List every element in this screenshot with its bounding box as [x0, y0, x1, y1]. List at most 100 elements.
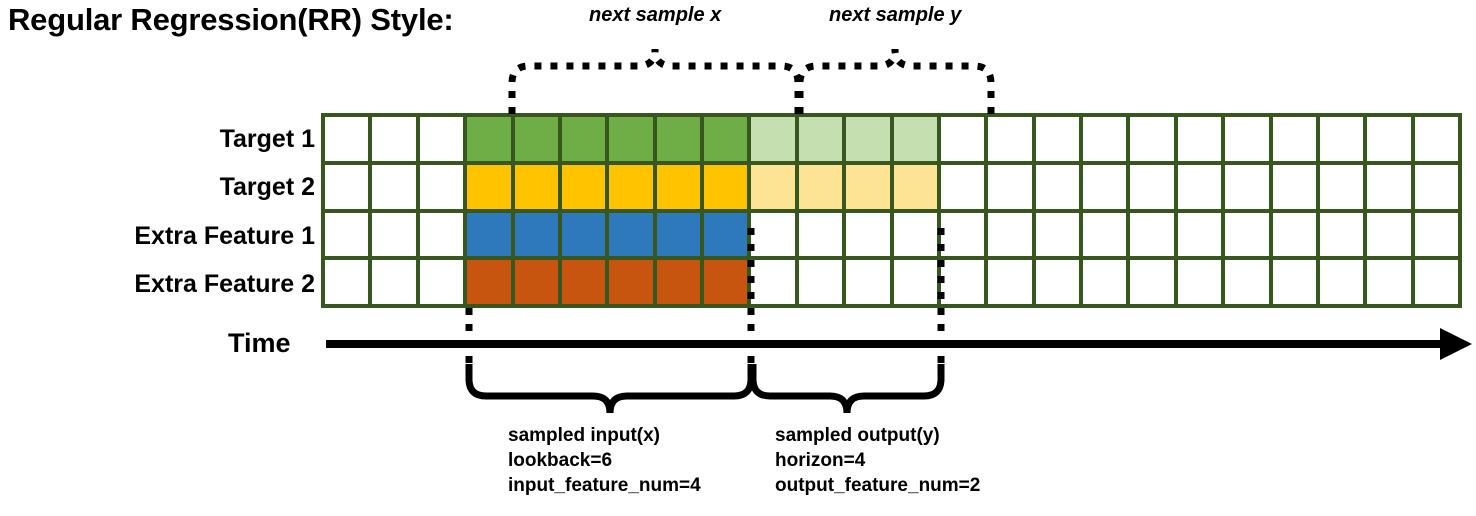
- grid-cell-blank: [798, 212, 843, 257]
- grid-cell-input: [656, 117, 700, 161]
- grid-cell-blank: [893, 212, 937, 257]
- grid-cell-blank: [1367, 212, 1411, 257]
- grid-cell-blank: [1414, 212, 1458, 257]
- grid-cell-blank: [988, 212, 1032, 257]
- grid-cell-output: [893, 164, 937, 209]
- grid-cell-blank: [372, 260, 416, 304]
- grid-cell-blank: [1177, 117, 1222, 161]
- grid-cell-blank: [1319, 260, 1364, 304]
- grid-cell-blank: [325, 164, 369, 209]
- grid-cell-blank: [1367, 117, 1411, 161]
- grid-cell-blank: [1083, 260, 1127, 304]
- grid-cell-blank: [1035, 117, 1079, 161]
- grid-cell-blank: [940, 164, 985, 209]
- top-label-next-sample-y: next sample y: [829, 4, 962, 26]
- grid-cell-blank: [1319, 212, 1364, 257]
- row-label-target-2: Target 2: [219, 173, 315, 201]
- grid-cell-blank: [1035, 212, 1079, 257]
- grid-cell-blank: [846, 212, 890, 257]
- grid-cell-blank: [325, 212, 369, 257]
- grid-cell-blank: [1177, 260, 1222, 304]
- grid-cell-blank: [846, 260, 890, 304]
- row-label-extra-feature-2: Extra Feature 2: [134, 270, 315, 298]
- grid-row: [325, 260, 1458, 304]
- grid-cell-blank: [1272, 260, 1316, 304]
- grid-cell-blank: [751, 212, 795, 257]
- grid-cell-blank: [1130, 260, 1174, 304]
- grid-cell-input: [467, 260, 511, 304]
- grid-cell-blank: [940, 260, 985, 304]
- grid-cell-blank: [1130, 117, 1174, 161]
- grid-cell-input: [609, 260, 653, 304]
- annotation-output-line2: horizon=4: [775, 450, 866, 471]
- grid-cell-blank: [419, 260, 464, 304]
- grid-cell-blank: [988, 260, 1032, 304]
- grid-cell-blank: [1367, 260, 1411, 304]
- annotation-output: sampled output(y) horizon=4 output_featu…: [775, 423, 980, 498]
- grid-cell-blank: [1272, 117, 1316, 161]
- grid-cell-input: [467, 164, 511, 209]
- grid-cell-output: [798, 117, 843, 161]
- dotted-brace-next-sample-x: [508, 48, 802, 114]
- grid-cell-blank: [798, 260, 843, 304]
- grid-cell-blank: [1130, 164, 1174, 209]
- grid-cell-input: [704, 260, 748, 304]
- grid-cell-blank: [372, 117, 416, 161]
- grid-cell-output: [751, 117, 795, 161]
- timeseries-grid: [321, 113, 1462, 308]
- row-label-extra-feature-1: Extra Feature 1: [134, 222, 315, 250]
- grid-row: [325, 164, 1458, 209]
- grid-cell-input: [514, 212, 558, 257]
- grid-cell-blank: [988, 117, 1032, 161]
- grid-cell-output: [846, 164, 890, 209]
- grid-cell-input: [514, 260, 558, 304]
- grid-cell-blank: [940, 212, 985, 257]
- grid-cell-blank: [1035, 260, 1079, 304]
- grid-cell-blank: [1272, 212, 1316, 257]
- dotted-brace-next-sample-y: [796, 48, 995, 114]
- grid-cell-input: [467, 117, 511, 161]
- grid-cell-blank: [940, 117, 985, 161]
- grid-cell-blank: [372, 164, 416, 209]
- grid-cell-blank: [1177, 164, 1222, 209]
- grid-cell-output: [751, 164, 795, 209]
- grid-cell-blank: [1083, 212, 1127, 257]
- grid-cell-blank: [1319, 164, 1364, 209]
- grid-cell-input: [467, 212, 511, 257]
- page-title: Regular Regression(RR) Style:: [8, 2, 454, 37]
- grid-cell-input: [704, 164, 748, 209]
- time-axis-arrow: [326, 328, 1472, 360]
- grid-cell-input: [561, 212, 606, 257]
- grid-cell-blank: [419, 164, 464, 209]
- grid-cell-input: [609, 117, 653, 161]
- annotation-input-line1: sampled input(x): [508, 425, 661, 446]
- grid-cell-blank: [372, 212, 416, 257]
- grid-cell-blank: [1414, 260, 1458, 304]
- grid-cell-blank: [1177, 212, 1222, 257]
- grid-cell-blank: [1367, 164, 1411, 209]
- grid-row: [325, 212, 1458, 257]
- grid-cell-input: [514, 117, 558, 161]
- grid-cell-blank: [1414, 164, 1458, 209]
- grid-cell-blank: [325, 117, 369, 161]
- annotation-input-line3: input_feature_num=4: [508, 475, 701, 496]
- time-axis-label: Time: [228, 328, 291, 358]
- row-label-target-1: Target 1: [219, 125, 315, 153]
- grid-cell-input: [561, 117, 606, 161]
- grid-cell-output: [798, 164, 843, 209]
- grid-cell-blank: [325, 260, 369, 304]
- grid-cell-blank: [1083, 117, 1127, 161]
- grid-cell-input: [656, 212, 700, 257]
- grid-cell-blank: [1035, 164, 1079, 209]
- grid-cell-blank: [419, 117, 464, 161]
- grid-cell-blank: [1272, 164, 1316, 209]
- grid-cell-blank: [419, 212, 464, 257]
- annotation-output-line1: sampled output(y): [775, 425, 940, 446]
- brace-sampled-output: [749, 364, 945, 414]
- grid-cell-input: [561, 164, 606, 209]
- grid-cell-input: [656, 260, 700, 304]
- grid-cell-blank: [893, 260, 937, 304]
- grid-cell-output: [893, 117, 937, 161]
- grid-cell-blank: [1225, 260, 1269, 304]
